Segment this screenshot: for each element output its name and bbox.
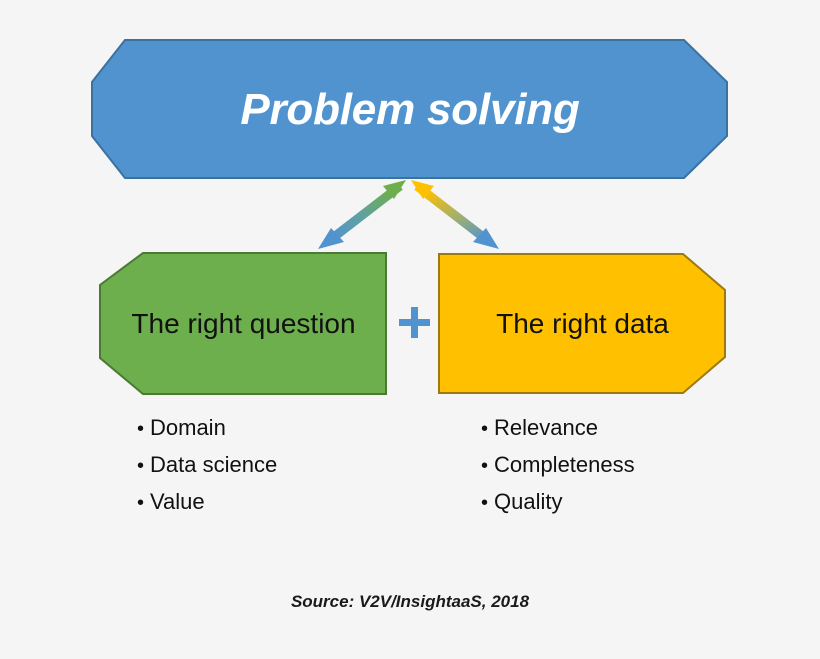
bullet-icon: •: [137, 455, 145, 477]
bullet-icon: •: [481, 418, 489, 440]
list-item: •Completeness: [481, 447, 635, 484]
right-data-shape: [438, 253, 726, 394]
list-item-label: Data science: [150, 452, 278, 477]
right-question-shape: [99, 252, 387, 395]
bullet-icon: •: [137, 492, 145, 514]
list-item: •Relevance: [481, 410, 635, 447]
list-item-label: Relevance: [494, 415, 598, 440]
list-item: •Quality: [481, 484, 635, 521]
right-data-bullet-list: •Relevance •Completeness •Quality: [481, 410, 635, 521]
list-item: •Value: [137, 484, 277, 521]
list-item-label: Quality: [494, 489, 563, 514]
list-item-label: Value: [150, 489, 205, 514]
bullet-icon: •: [481, 492, 489, 514]
right-question-bullet-list: •Domain •Data science •Value: [137, 410, 277, 521]
list-item-label: Completeness: [494, 452, 635, 477]
left-connector-arrow: [318, 180, 406, 249]
list-item-label: Domain: [150, 415, 226, 440]
bullet-icon: •: [137, 418, 145, 440]
source-caption: Source: V2V/InsightaaS, 2018: [290, 592, 530, 611]
list-item: •Data science: [137, 447, 277, 484]
list-item: •Domain: [137, 410, 277, 447]
right-connector-arrow: [411, 180, 499, 249]
bullet-icon: •: [481, 455, 489, 477]
problem-solving-shape: [91, 39, 728, 179]
plus-operator: [399, 307, 430, 338]
